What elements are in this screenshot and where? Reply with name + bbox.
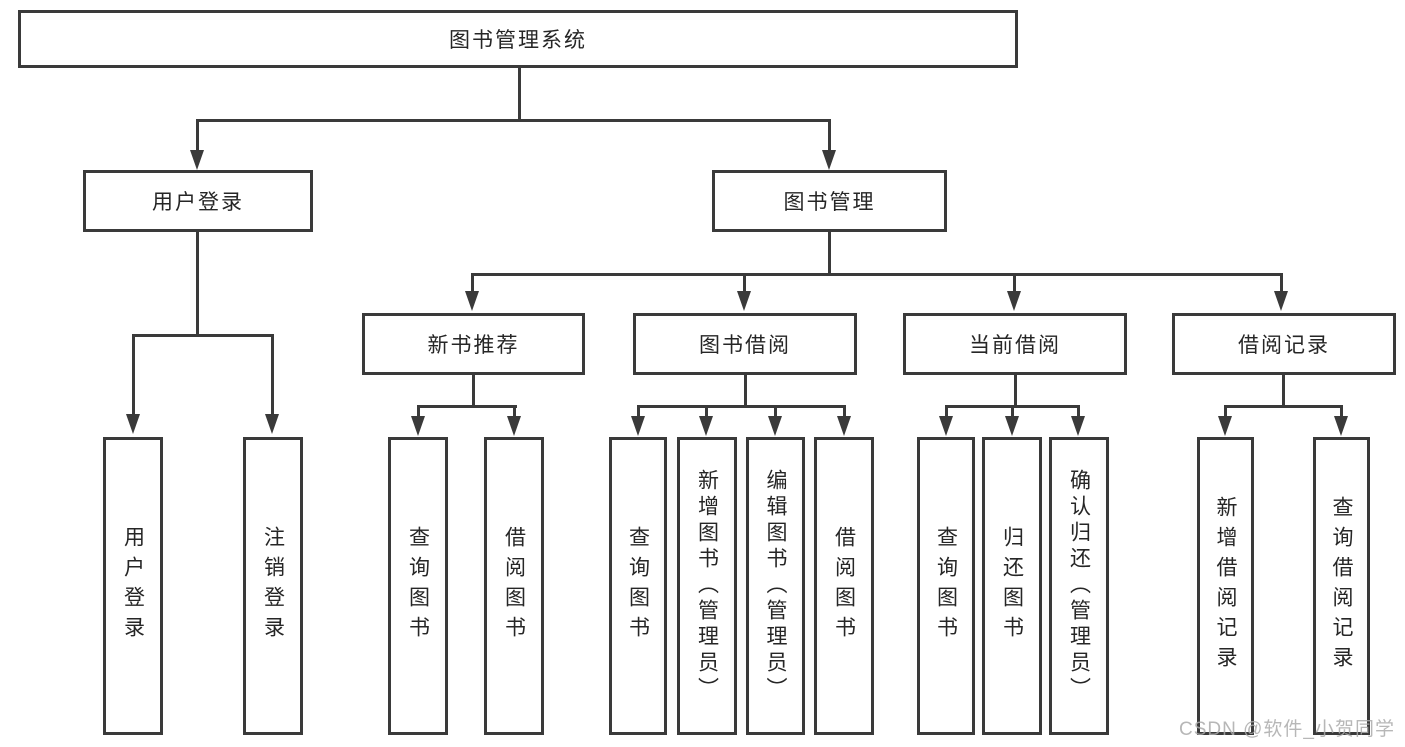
leaf-edit-books-admin: 编辑图书（管理员） bbox=[746, 437, 805, 735]
leaf-query-books-current: 查询图书 bbox=[917, 437, 975, 735]
connector-line bbox=[945, 405, 948, 417]
connector-line bbox=[471, 273, 1283, 276]
leaf-label: 查询图书 bbox=[934, 526, 958, 646]
arrowhead-icon bbox=[822, 150, 836, 170]
connector-line bbox=[196, 119, 199, 152]
arrowhead-icon bbox=[837, 416, 851, 436]
connector-line bbox=[472, 375, 475, 408]
arrowhead-icon bbox=[126, 414, 140, 434]
connector-line bbox=[828, 119, 831, 152]
arrowhead-icon bbox=[1334, 416, 1348, 436]
node-book-management-label: 图书管理 bbox=[783, 191, 876, 214]
leaf-label: 借阅图书 bbox=[502, 526, 526, 646]
node-borrow-records-label: 借阅记录 bbox=[1238, 334, 1330, 357]
connector-line bbox=[774, 405, 777, 417]
arrowhead-icon bbox=[1071, 416, 1085, 436]
leaf-label: 编辑图书（管理员） bbox=[764, 469, 787, 703]
arrowhead-icon bbox=[1274, 291, 1288, 311]
leaf-label: 借阅图书 bbox=[832, 526, 856, 646]
connector-line bbox=[417, 405, 420, 417]
connector-line bbox=[637, 405, 640, 417]
node-borrow-records: 借阅记录 bbox=[1172, 313, 1396, 375]
connector-line bbox=[1280, 273, 1283, 293]
connector-line bbox=[1011, 405, 1014, 417]
arrowhead-icon bbox=[465, 291, 479, 311]
connector-line bbox=[705, 405, 708, 417]
arrowhead-icon bbox=[1005, 416, 1019, 436]
connector-line bbox=[637, 405, 846, 408]
arrowhead-icon bbox=[190, 150, 204, 170]
leaf-user-login: 用户登录 bbox=[103, 437, 163, 735]
leaf-query-books-borrow: 查询图书 bbox=[609, 437, 667, 735]
leaf-add-books-admin: 新增图书（管理员） bbox=[677, 437, 737, 735]
arrowhead-icon bbox=[939, 416, 953, 436]
connector-line bbox=[1077, 405, 1080, 417]
arrowhead-icon bbox=[1007, 291, 1021, 311]
leaf-borrow-books: 借阅图书 bbox=[814, 437, 874, 735]
node-current-borrow-label: 当前借阅 bbox=[969, 334, 1061, 357]
connector-line bbox=[513, 405, 516, 417]
connector-line bbox=[518, 68, 521, 119]
connector-line bbox=[744, 375, 747, 408]
connector-line bbox=[471, 273, 474, 293]
connector-line bbox=[843, 405, 846, 417]
connector-line bbox=[1340, 405, 1343, 417]
connector-line bbox=[828, 232, 831, 273]
connector-line bbox=[1224, 405, 1227, 417]
csdn-watermark: CSDN @软件_小贺同学 bbox=[1179, 719, 1395, 740]
arrowhead-icon bbox=[507, 416, 521, 436]
leaf-confirm-return-admin: 确认归还（管理员） bbox=[1049, 437, 1109, 735]
node-root-label: 图书管理系统 bbox=[449, 29, 587, 52]
node-user-login-label: 用户登录 bbox=[152, 191, 244, 214]
connector-line bbox=[196, 119, 830, 122]
arrowhead-icon bbox=[265, 414, 279, 434]
connector-line bbox=[1014, 375, 1017, 408]
leaf-label: 查询图书 bbox=[626, 526, 650, 646]
connector-line bbox=[1282, 375, 1285, 408]
arrowhead-icon bbox=[1218, 416, 1232, 436]
arrowhead-icon bbox=[768, 416, 782, 436]
arrowhead-icon bbox=[699, 416, 713, 436]
leaf-label: 注销登录 bbox=[261, 526, 285, 646]
node-current-borrow: 当前借阅 bbox=[903, 313, 1127, 375]
node-new-book-recommend-label: 新书推荐 bbox=[427, 334, 520, 357]
node-book-borrow: 图书借阅 bbox=[633, 313, 857, 375]
leaf-label: 查询借阅记录 bbox=[1330, 496, 1353, 676]
leaf-label: 新增图书（管理员） bbox=[695, 469, 719, 703]
node-root-system: 图书管理系统 bbox=[18, 10, 1018, 68]
leaf-add-borrow-record: 新增借阅记录 bbox=[1197, 437, 1254, 735]
connector-line bbox=[196, 232, 199, 337]
node-book-borrow-label: 图书借阅 bbox=[699, 334, 791, 357]
leaf-label: 用户登录 bbox=[121, 526, 145, 646]
connector-line bbox=[417, 405, 517, 408]
arrowhead-icon bbox=[411, 416, 425, 436]
leaf-query-books-recommend: 查询图书 bbox=[388, 437, 448, 735]
connector-line bbox=[1224, 405, 1341, 408]
leaf-label: 确认归还（管理员） bbox=[1067, 469, 1091, 703]
leaf-label: 查询图书 bbox=[406, 526, 430, 646]
connector-line bbox=[132, 334, 135, 416]
leaf-label: 归还图书 bbox=[1000, 526, 1024, 646]
arrowhead-icon bbox=[631, 416, 645, 436]
leaf-borrow-books-recommend: 借阅图书 bbox=[484, 437, 544, 735]
leaf-return-books: 归还图书 bbox=[982, 437, 1042, 735]
leaf-logout: 注销登录 bbox=[243, 437, 303, 735]
connector-line bbox=[1013, 273, 1016, 293]
connector-line bbox=[271, 334, 274, 416]
node-book-management: 图书管理 bbox=[712, 170, 947, 232]
connector-line bbox=[743, 273, 746, 293]
leaf-query-borrow-record: 查询借阅记录 bbox=[1313, 437, 1370, 735]
node-user-login: 用户登录 bbox=[83, 170, 313, 232]
leaf-label: 新增借阅记录 bbox=[1214, 496, 1237, 676]
node-new-book-recommend: 新书推荐 bbox=[362, 313, 585, 375]
connector-line bbox=[132, 334, 274, 337]
arrowhead-icon bbox=[737, 291, 751, 311]
